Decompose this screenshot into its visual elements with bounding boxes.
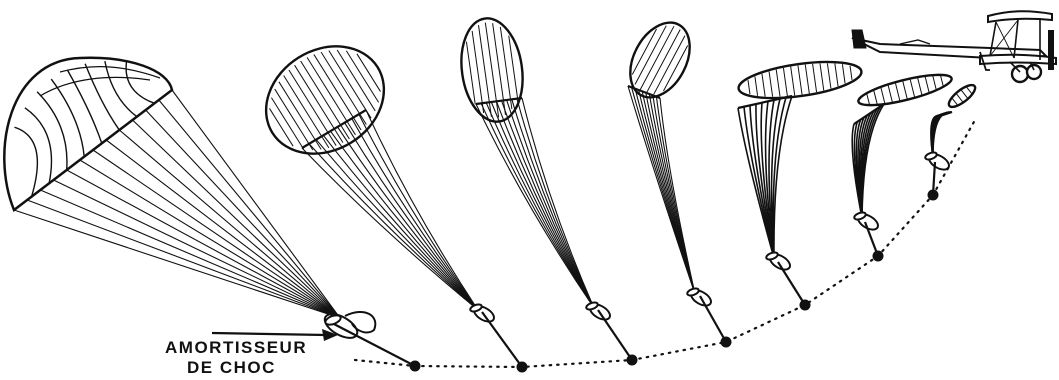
- trajectory-path: [355, 120, 975, 367]
- parachute-icon: [736, 56, 863, 258]
- shock-absorber-label-line1: AMORTISSEUR: [165, 338, 307, 358]
- parachute-icon: [852, 69, 954, 218]
- biplane-icon: [852, 11, 1056, 82]
- stage-extracted-pack: [924, 81, 978, 200]
- shock-absorber-label-line2: DE CHOC: [187, 358, 276, 378]
- deployment-stages: [4, 12, 978, 372]
- static-line: [330, 322, 415, 366]
- static-line: [700, 296, 726, 342]
- static-line: [482, 312, 522, 367]
- parachute-icon: [618, 12, 701, 294]
- parachute-icon: [455, 14, 594, 308]
- jumper-figure-icon: [924, 151, 951, 173]
- stage-narrow-canopy: [852, 69, 954, 262]
- parachute-icon: [931, 81, 978, 158]
- static-line: [598, 310, 632, 360]
- stage-streaming-canopy: [618, 12, 731, 347]
- stage-bent-canopy: [736, 56, 863, 311]
